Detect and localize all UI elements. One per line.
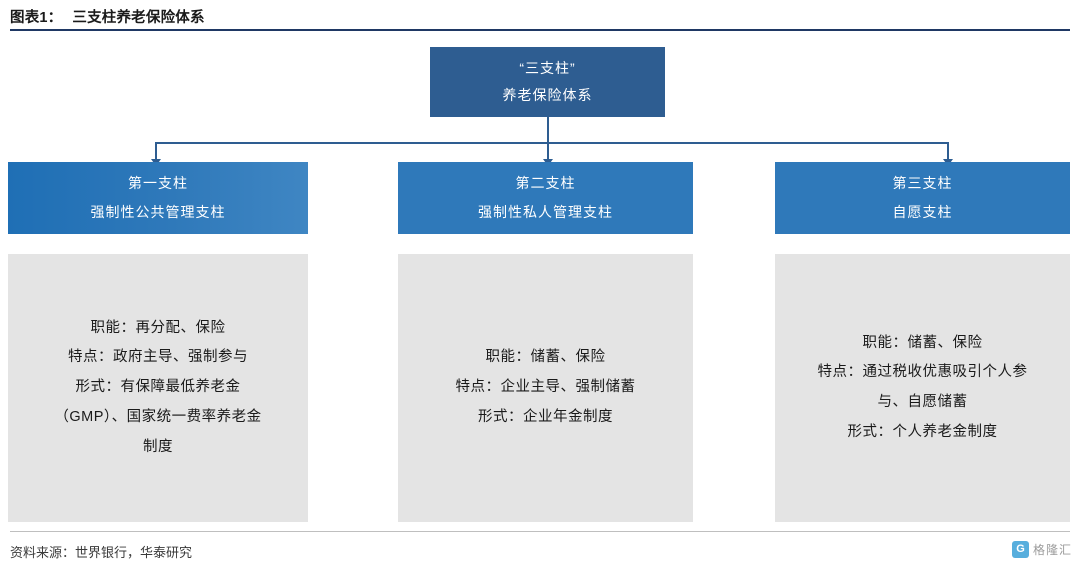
root-node: “三支柱” 养老保险体系	[430, 47, 665, 117]
pillar-header-first-subtitle: 强制性公共管理支柱	[90, 203, 226, 220]
watermark: G 格隆汇	[1011, 541, 1072, 558]
pillar-header-third-title: 第三支柱	[892, 175, 953, 192]
figure-label: 图表1：	[10, 10, 63, 26]
pillar-body-first: 职能：再分配、保险特点：政府主导、强制参与形式：有保障最低养老金（GMP）、国家…	[8, 254, 308, 522]
footer-divider	[10, 531, 1070, 532]
pillar-body-first-text: 职能：再分配、保险特点：政府主导、强制参与形式：有保障最低养老金（GMP）、国家…	[54, 319, 262, 455]
pillar-body-second: 职能：储蓄、保险特点：企业主导、强制储蓄形式：企业年金制度	[398, 254, 693, 522]
watermark-logo-icon: G	[1011, 541, 1029, 558]
pillar-header-third-subtitle: 自愿支柱	[892, 203, 953, 220]
title-divider	[10, 29, 1070, 31]
pillar-header-third: 第三支柱 自愿支柱	[775, 162, 1070, 234]
watermark-text: 格隆汇	[1032, 543, 1072, 557]
figure-title-text: 三支柱养老保险体系	[72, 10, 205, 26]
connector-branch-left	[155, 142, 157, 161]
connector-horizontal	[155, 142, 949, 144]
connector-branch-middle	[547, 142, 549, 161]
connector-stem	[547, 117, 549, 143]
pillar-header-first: 第一支柱 强制性公共管理支柱	[8, 162, 308, 234]
page-title: 图表1： 三支柱养老保险体系	[10, 6, 1070, 27]
pillar-body-third: 职能：储蓄、保险特点：通过税收优惠吸引个人参与、自愿储蓄形式：个人养老金制度	[775, 254, 1070, 522]
pillar-header-first-title: 第一支柱	[128, 175, 188, 192]
root-node-line1: “三支柱”	[519, 59, 576, 76]
pillar-body-third-text: 职能：储蓄、保险特点：通过税收优惠吸引个人参与、自愿储蓄形式：个人养老金制度	[817, 334, 1028, 440]
pillar-body-second-text: 职能：储蓄、保险特点：企业主导、强制储蓄形式：企业年金制度	[455, 349, 636, 425]
root-node-line2: 养老保险体系	[502, 87, 593, 103]
pillar-header-second-title: 第二支柱	[515, 175, 576, 192]
connector-branch-right	[947, 142, 949, 161]
source-note: 资料来源：世界银行，华泰研究	[10, 545, 193, 560]
pillar-header-second: 第二支柱 强制性私人管理支柱	[398, 162, 693, 234]
pillar-header-second-subtitle: 强制性私人管理支柱	[478, 203, 613, 220]
